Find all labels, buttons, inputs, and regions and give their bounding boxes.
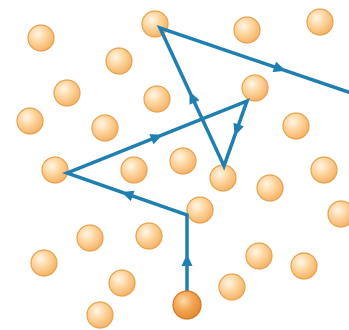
molecule <box>291 253 317 279</box>
molecule <box>187 197 213 223</box>
molecule <box>234 17 260 43</box>
molecule <box>283 113 309 139</box>
molecule <box>106 48 132 74</box>
molecule <box>307 9 333 35</box>
molecule <box>77 225 103 251</box>
arrowhead <box>182 254 193 266</box>
molecule <box>136 223 162 249</box>
molecule <box>311 157 337 183</box>
molecule <box>328 201 349 227</box>
molecule <box>109 270 135 296</box>
tracked-molecule <box>173 291 201 319</box>
molecule <box>170 148 196 174</box>
molecule <box>42 157 68 183</box>
molecule <box>31 250 57 276</box>
molecule <box>121 157 147 183</box>
molecule <box>219 274 245 300</box>
molecule <box>17 108 43 134</box>
molecule <box>246 243 272 269</box>
molecule <box>28 25 54 51</box>
molecule <box>210 165 236 191</box>
molecule <box>87 302 113 328</box>
molecule <box>54 80 80 106</box>
molecule <box>92 115 118 141</box>
arrowhead <box>273 62 286 72</box>
molecules-group <box>17 9 349 328</box>
molecule <box>144 86 170 112</box>
tracked-molecule-group <box>173 291 201 319</box>
arrowhead <box>121 191 134 201</box>
arrowhead <box>233 123 243 136</box>
molecule <box>257 175 283 201</box>
molecule <box>242 75 268 101</box>
